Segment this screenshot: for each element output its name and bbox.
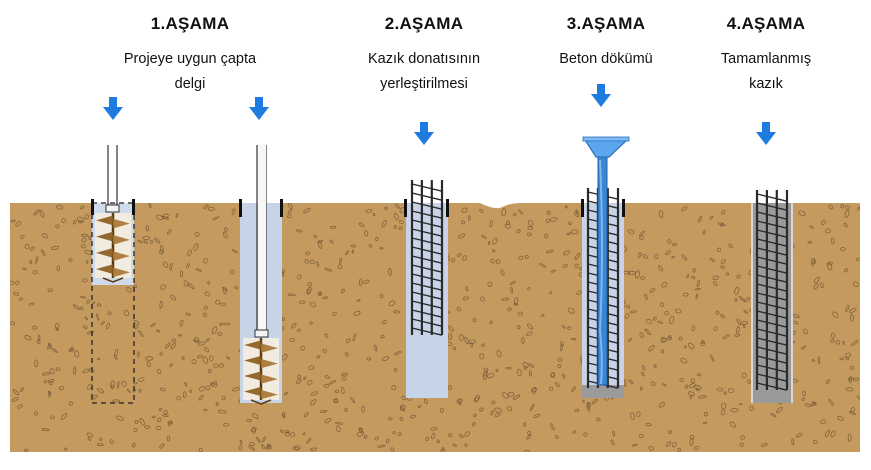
pile-edge-left — [751, 203, 753, 403]
casing-left — [239, 199, 242, 217]
casing-left — [91, 199, 94, 215]
stage-4-pile — [751, 190, 793, 403]
casing-right — [622, 199, 625, 217]
rebar-spiral — [412, 193, 442, 200]
down-arrow-icon — [414, 122, 434, 145]
down-arrow-icon — [249, 97, 269, 120]
auger-icon — [243, 338, 279, 404]
kelly-joint — [255, 330, 268, 337]
rebar-spiral — [757, 194, 787, 201]
stage-2-bore — [404, 180, 449, 398]
casing-left — [404, 199, 407, 217]
kelly-fill — [258, 145, 266, 332]
pile-edge-right — [791, 203, 793, 403]
stage-1b-bore — [239, 145, 283, 404]
down-arrow-icon — [591, 84, 611, 107]
funnel-icon — [585, 140, 627, 157]
casing-right — [280, 199, 283, 217]
casing-right — [132, 199, 135, 215]
casing-left — [581, 199, 584, 217]
casing-right — [446, 199, 449, 217]
down-arrow-icon — [756, 122, 776, 145]
stage-3-bore — [581, 137, 629, 398]
kelly-joint — [106, 205, 119, 212]
funnel-rim — [583, 137, 629, 141]
down-arrow-icon — [103, 97, 123, 120]
rebar-spiral — [412, 184, 442, 191]
auger-icon — [95, 213, 131, 282]
